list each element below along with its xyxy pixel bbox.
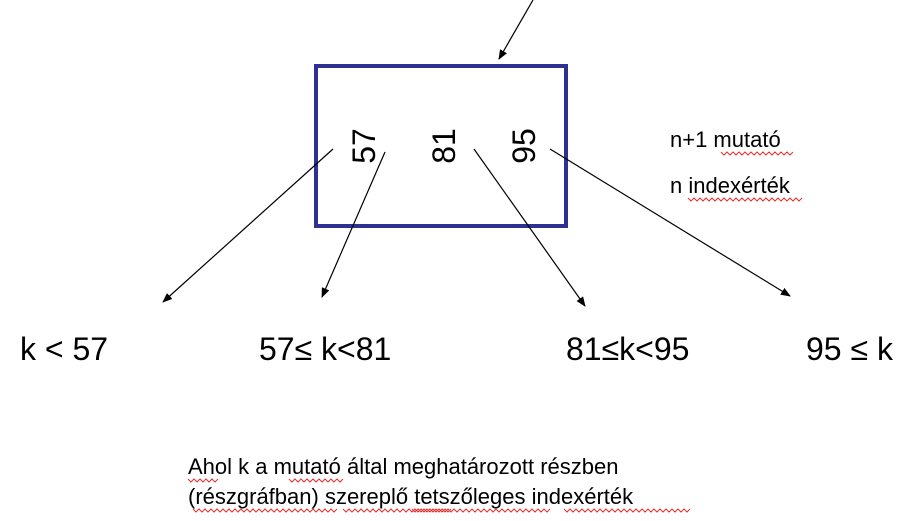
child-pointer-arrow-1 bbox=[162, 148, 334, 303]
spellcheck-underline-caption-2 bbox=[288, 478, 344, 483]
node-key-2: 81 bbox=[426, 128, 462, 164]
incoming-pointer-arrow bbox=[498, 0, 534, 60]
child-pointer-arrow-3 bbox=[473, 148, 586, 307]
range-label-2: 57≤ k<81 bbox=[259, 331, 391, 367]
spellcheck-underline-indexertek bbox=[687, 197, 803, 202]
caption-line-1: Ahol k a mutató által meghatározott rész… bbox=[188, 454, 618, 479]
spellcheck-underline-caption-4 bbox=[342, 508, 452, 513]
child-pointer-arrow-4 bbox=[549, 148, 791, 297]
range-label-4: 95 ≤ k bbox=[806, 331, 894, 367]
spellcheck-underline-caption-1 bbox=[187, 478, 219, 483]
node-key-3: 95 bbox=[506, 128, 542, 164]
index-node-box bbox=[314, 64, 568, 228]
spellcheck-underline-caption-5 bbox=[411, 508, 551, 513]
spellcheck-underline-caption-3 bbox=[192, 508, 338, 513]
key-count-note: n indexérték bbox=[670, 173, 791, 198]
node-key-1: 57 bbox=[346, 128, 382, 164]
caption-line-2: (részgráfban) szereplő tetszőleges index… bbox=[188, 484, 634, 509]
spellcheck-underline-caption-6 bbox=[563, 508, 691, 513]
child-pointer-arrow-2 bbox=[321, 151, 386, 298]
range-label-1: k < 57 bbox=[20, 331, 108, 367]
range-label-3: 81≤k<95 bbox=[566, 331, 689, 367]
pointer-count-note: n+1 mutató bbox=[670, 127, 781, 152]
spellcheck-underline-mutato bbox=[720, 151, 794, 156]
